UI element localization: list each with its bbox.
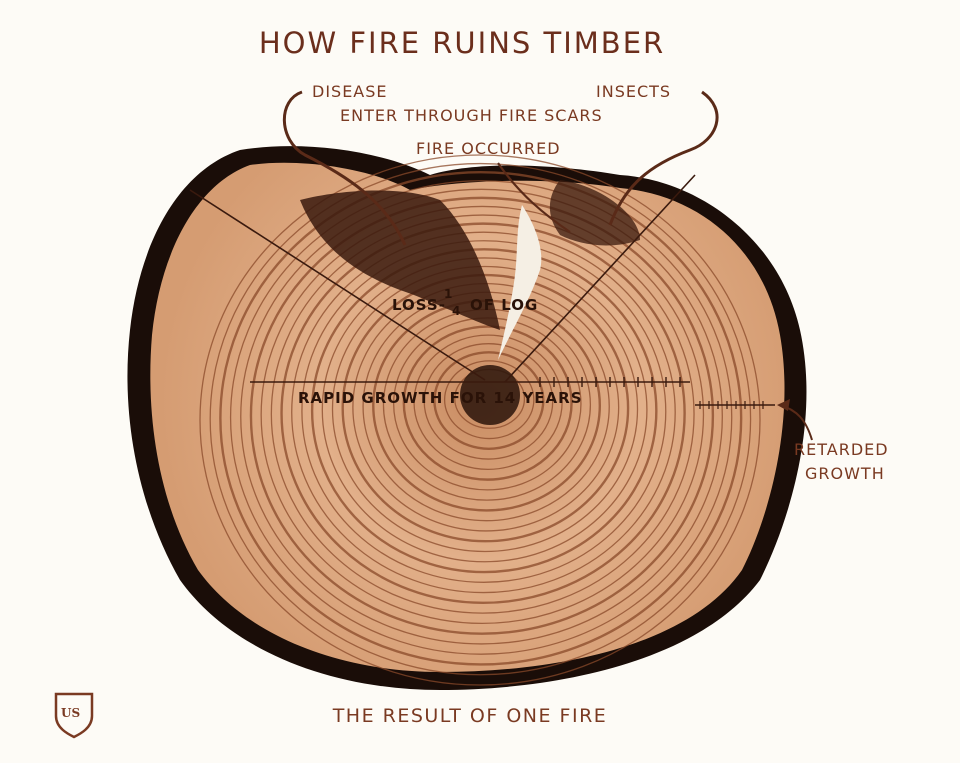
- growth-ring: [229, 180, 733, 655]
- loss-label-start: LOSS-: [392, 296, 446, 314]
- loss-label-end: OF LOG: [470, 296, 539, 314]
- growth-ring: [331, 265, 639, 553]
- growth-ring: [240, 188, 723, 645]
- growth-ring: [249, 196, 715, 635]
- growth-ticks: [539, 377, 764, 409]
- growth-ring: [219, 170, 743, 666]
- growth-ring: [443, 360, 535, 440]
- growth-ring: [433, 351, 545, 451]
- fire-scar: [300, 190, 500, 330]
- page-subtitle: THE RESULT OF ONE FIRE: [332, 705, 608, 727]
- loss-label: LOSS-: [392, 296, 446, 314]
- growth-label: GROWTH: [805, 464, 885, 483]
- loss-fraction-denominator: 4: [452, 304, 461, 318]
- loss-fraction-numerator: 1: [444, 287, 453, 301]
- forest-service-shield-icon: [54, 692, 94, 739]
- fire-occurred-callout: [497, 162, 571, 233]
- growth-ring: [209, 162, 752, 676]
- fire-occurred-label: FIRE OCCURRED: [416, 139, 561, 158]
- growth-ring: [270, 214, 695, 614]
- growth-ring: [291, 231, 676, 594]
- fire-scar-right: [549, 180, 640, 246]
- insects-label: INSECTS: [596, 82, 672, 101]
- fire-crack: [498, 205, 542, 360]
- retarded-arrow-head: [777, 399, 790, 411]
- growth-ring: [321, 257, 648, 563]
- growth-ring: [301, 240, 667, 583]
- loss-line-right: [504, 174, 696, 383]
- loss-line-left: [189, 189, 486, 381]
- growth-ring: [199, 154, 761, 686]
- growth-ring: [310, 248, 658, 574]
- tree-pith: [460, 365, 520, 425]
- disease-label: DISEASE: [312, 82, 388, 101]
- page-title: HOW FIRE RUINS TIMBER: [258, 26, 666, 60]
- growth-ring: [413, 334, 563, 470]
- retarded-label: RETARDED: [794, 440, 889, 459]
- growth-rings: [199, 154, 761, 686]
- enter-through-fire-scars-label: ENTER THROUGH FIRE SCARS: [340, 106, 603, 125]
- growth-ring: [341, 273, 630, 543]
- rapid-growth-label: RAPID GROWTH FOR 14 YEARS: [298, 389, 583, 407]
- growth-ring: [402, 325, 573, 481]
- growth-ring: [423, 343, 554, 460]
- insects-callout: [608, 90, 719, 226]
- growth-ring: [280, 222, 686, 605]
- forest-service-logo-text: US: [61, 706, 81, 720]
- disease-callout: [282, 90, 407, 246]
- growth-ring: [260, 205, 705, 625]
